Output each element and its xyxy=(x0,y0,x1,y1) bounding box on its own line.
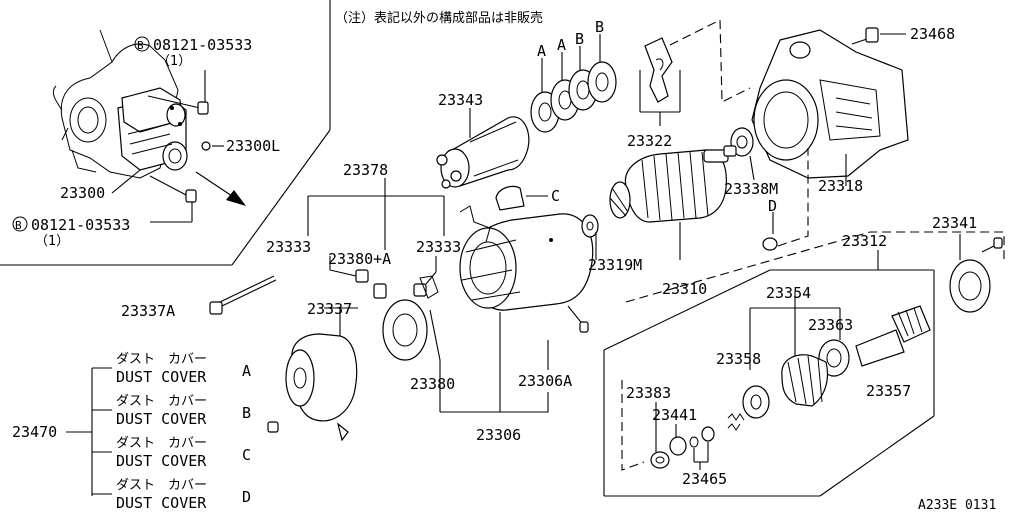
dust-cover-b-en: DUST COVER xyxy=(116,410,207,428)
bolt-marker-bottom: B xyxy=(15,219,22,232)
letter-d: D xyxy=(768,197,777,215)
label-23354: 23354 xyxy=(766,284,811,302)
bolt-marker-top: B xyxy=(137,39,144,52)
starter-label: 23300 xyxy=(60,184,105,202)
dust-cover-d-en: DUST COVER xyxy=(116,494,207,512)
letter-a-2: A xyxy=(557,36,566,54)
inset-starter-illustration xyxy=(52,29,246,206)
label-23465: 23465 xyxy=(682,470,727,488)
bolt-bottom-qty: （1） xyxy=(35,234,69,249)
label-23333-left: 23333 xyxy=(266,238,311,256)
label-23310: 23310 xyxy=(662,280,707,298)
dust-cover-d-jp: ダスト カバー xyxy=(116,478,207,493)
dust-cover-a-letter: A xyxy=(242,362,251,380)
shift-lever-part xyxy=(639,37,681,126)
label-23306a: 23306A xyxy=(518,372,572,390)
inset-callouts: B 08121-03533 （1） 23300L 23300 B 08121-0… xyxy=(12,36,280,249)
label-23468: 23468 xyxy=(910,25,955,43)
dash-lever-to-housing xyxy=(669,19,751,103)
screw-23306a xyxy=(547,305,589,370)
nut-label: 23300L xyxy=(226,137,280,155)
label-23338m: 23338M xyxy=(724,180,778,198)
washer-23319m xyxy=(581,214,599,260)
dust-cover-leaders xyxy=(66,367,112,496)
label-23318: 23318 xyxy=(818,177,863,195)
label-23341: 23341 xyxy=(932,214,977,232)
dash-pinion-housing xyxy=(625,231,1005,303)
shim-stack xyxy=(530,34,617,133)
label-23358: 23358 xyxy=(716,350,761,368)
label-23380: 23380 xyxy=(410,375,455,393)
dust-cover-list: ダスト カバー DUST COVER A ダスト カバー DUST COVER … xyxy=(116,352,251,512)
part-labels: 23343 23322 23468 23378 23318 23338M 233… xyxy=(12,25,977,488)
note-text: （注）表記以外の構成部品は非販売 xyxy=(335,10,543,26)
solenoid-part xyxy=(436,116,530,189)
armature-part xyxy=(609,145,737,260)
inset-frame xyxy=(0,0,331,266)
figure-code: A233E 0131 xyxy=(918,498,996,512)
dust-cover-a-en: DUST COVER xyxy=(116,368,207,386)
letter-b-1: B xyxy=(575,30,584,48)
dust-cover-c-letter: C xyxy=(242,446,251,464)
label-23312: 23312 xyxy=(842,232,887,250)
label-23319m: 23319M xyxy=(588,256,642,274)
bolt-top-code: 08121-03533 xyxy=(153,36,252,54)
pinion-parts xyxy=(650,292,931,470)
dust-cover-b-jp: ダスト カバー xyxy=(116,394,207,409)
label-23470: 23470 xyxy=(12,423,57,441)
bushing-23341 xyxy=(949,234,1003,313)
bracket-23378 xyxy=(307,178,445,250)
label-23378: 23378 xyxy=(343,161,388,179)
dust-cover-d-letter: D xyxy=(242,488,251,506)
dust-cover-c-jp: ダスト カバー xyxy=(116,436,207,451)
dash-d-to-housing xyxy=(777,148,809,247)
leader-23380-23306 xyxy=(440,392,549,413)
label-23333-right: 23333 xyxy=(416,238,461,256)
label-23363: 23363 xyxy=(808,316,853,334)
label-23337: 23337 xyxy=(307,300,352,318)
letter-b-2: B xyxy=(595,18,604,36)
label-23383: 23383 xyxy=(626,384,671,402)
rear-cover-part xyxy=(267,307,358,442)
label-23357: 23357 xyxy=(866,382,911,400)
dust-cover-a-jp: ダスト カバー xyxy=(116,352,207,367)
label-23380-plus-a: 23380+A xyxy=(328,250,391,268)
label-23322: 23322 xyxy=(627,132,672,150)
letter-c: C xyxy=(551,187,560,205)
brush-holder-plate xyxy=(382,299,441,412)
dust-cover-b-letter: B xyxy=(242,404,251,422)
front-housing-part xyxy=(751,29,909,179)
label-23343: 23343 xyxy=(438,91,483,109)
dash-stopper xyxy=(621,380,645,471)
yoke-part xyxy=(459,205,594,412)
cap-c xyxy=(495,185,548,211)
label-23306: 23306 xyxy=(476,426,521,444)
variant-letters: A A B B C D xyxy=(537,18,777,215)
pinion-section-frame xyxy=(603,250,935,497)
bolt-bottom-code: 08121-03533 xyxy=(31,216,130,234)
brush-parts xyxy=(329,256,439,299)
dust-cover-c-en: DUST COVER xyxy=(116,452,207,470)
stud-d xyxy=(762,212,778,251)
bolt-23468 xyxy=(851,27,906,45)
label-23337a: 23337A xyxy=(121,302,175,320)
label-23441: 23441 xyxy=(652,406,697,424)
through-bolt xyxy=(209,275,277,315)
bolt-top-qty: （1） xyxy=(157,54,191,69)
letter-a-1: A xyxy=(537,42,546,60)
